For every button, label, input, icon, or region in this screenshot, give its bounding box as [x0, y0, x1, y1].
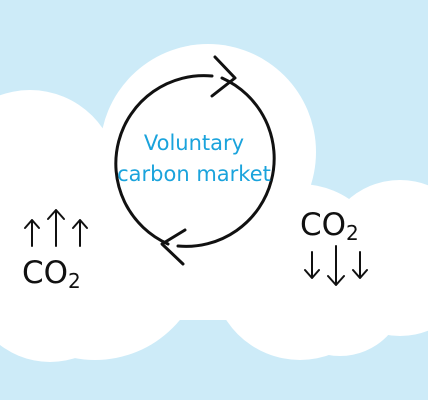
down-arrows-icon	[304, 245, 368, 286]
up-arrows-icon	[24, 209, 88, 247]
co2-label-right: CO2	[300, 207, 359, 245]
cycle-arrows-icon	[114, 55, 276, 266]
co2-label-left: CO2	[22, 255, 81, 293]
center-label-line2: carbon market	[117, 162, 271, 186]
center-label-line1: Voluntary	[144, 131, 244, 155]
